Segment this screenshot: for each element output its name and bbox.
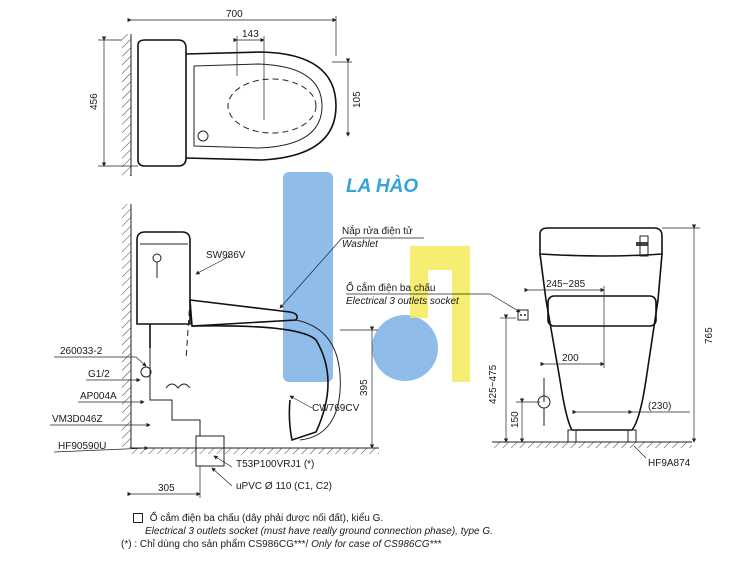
socket-label-en: Electrical 3 outlets socket bbox=[346, 296, 460, 307]
top-view-bowl bbox=[185, 51, 337, 161]
watermark-yellow-shape bbox=[410, 246, 470, 382]
label-tank: SW986V bbox=[206, 250, 246, 261]
top-view: 700 143 456 105 bbox=[89, 9, 363, 176]
top-width-dim: 700 bbox=[226, 9, 243, 20]
front-pipe-height-dim: 425~475 bbox=[488, 364, 499, 404]
label-base: HF9A874 bbox=[648, 458, 691, 469]
front-socket-range-dim: 245~285 bbox=[546, 279, 586, 290]
side-outlet-dim: 305 bbox=[158, 483, 175, 494]
notes: Ổ cắm điện ba chấu (dây phải được nối đấ… bbox=[121, 512, 493, 551]
socket-icon-note bbox=[133, 513, 143, 524]
front-view: 245~285 200 425~475 150 (230) 765 HF9A87… bbox=[488, 224, 715, 469]
label-seat: CW769CV bbox=[312, 403, 360, 414]
label-part-5: HF90590U bbox=[58, 441, 106, 452]
front-view-floor bbox=[492, 442, 692, 448]
side-view-tank bbox=[136, 231, 191, 325]
label-part-6: T53P100VRJ1 (*) bbox=[236, 459, 314, 470]
label-part-4: VM3D046Z bbox=[52, 414, 103, 425]
side-seat-dim: 395 bbox=[359, 379, 370, 396]
note-line-1: Ổ cắm điện ba chấu (dây phải được nối đấ… bbox=[149, 513, 384, 524]
watermark-blue-circle bbox=[372, 315, 438, 381]
side-view-drain bbox=[195, 435, 225, 467]
washlet-label-en: Washlet bbox=[342, 239, 379, 250]
watermark-text: LA HÀO bbox=[346, 175, 418, 197]
top-depth-dim: 456 bbox=[89, 93, 100, 110]
top-view-tank bbox=[137, 39, 187, 167]
note-line-3-en: Only for case of CS986CG*** bbox=[311, 539, 442, 550]
label-part-2: G1/2 bbox=[88, 369, 110, 380]
front-view-body bbox=[539, 253, 663, 431]
side-view: SW986V 260033-2 G1/2 AP004A VM3D046Z HF9… bbox=[50, 204, 521, 498]
side-view-floor bbox=[131, 448, 379, 454]
socket-icon bbox=[517, 309, 529, 321]
socket-label-vi: Ổ cắm điện ba chấu bbox=[346, 281, 436, 294]
front-foot-dim: (230) bbox=[648, 401, 671, 412]
note-row-3: (*) : Chỉ dùng cho sản phẩm CS986CG***/ … bbox=[121, 538, 493, 551]
side-view-wall bbox=[122, 204, 131, 448]
label-part-1: 260033-2 bbox=[60, 346, 103, 357]
front-view-washlet bbox=[547, 295, 657, 327]
front-view-tank bbox=[539, 227, 663, 257]
top-offset-a-dim: 143 bbox=[242, 29, 259, 40]
note-line-3-prefix: (*) : Chỉ dùng cho sản phẩm CS986CG***/ bbox=[121, 539, 309, 550]
top-view-bowl-opening bbox=[227, 78, 317, 134]
note-line-2: Electrical 3 outlets socket (must have r… bbox=[145, 526, 493, 537]
front-total-height-dim: 765 bbox=[704, 327, 715, 344]
side-view-washlet bbox=[189, 299, 298, 327]
front-pipe-offset-dim: 200 bbox=[562, 353, 579, 364]
washlet-label-vi: Nắp rửa điện tử bbox=[342, 224, 413, 237]
label-part-3: AP004A bbox=[80, 391, 117, 402]
front-low-height-dim: 150 bbox=[510, 411, 521, 428]
watermark-blue-bar bbox=[283, 172, 333, 382]
side-view-bowl bbox=[149, 324, 329, 442]
watermark: LA HÀO bbox=[283, 172, 470, 382]
top-offset-b-dim: 105 bbox=[352, 91, 363, 108]
top-view-wall bbox=[122, 34, 131, 176]
note-row-1: Ổ cắm điện ba chấu (dây phải được nối đấ… bbox=[133, 512, 493, 525]
label-part-7: uPVC Ø 110 (C1, C2) bbox=[236, 481, 332, 492]
